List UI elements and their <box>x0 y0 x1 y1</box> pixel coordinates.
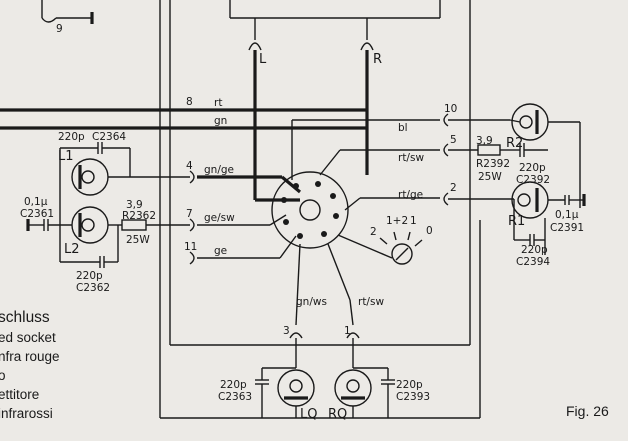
c2363-value: 220p <box>220 379 247 391</box>
connector-3 <box>289 332 303 368</box>
jack-r <box>360 18 374 140</box>
wire-rt-sw-label: rt/sw <box>398 152 424 164</box>
r2392-ref: R2392 <box>476 158 510 170</box>
legend-line-4: ettitore <box>0 387 39 402</box>
c2364-ref: C2364 <box>92 131 126 143</box>
c2393-value: 220p <box>396 379 423 391</box>
cap-c2362 <box>59 225 119 268</box>
c2391-ref: C2391 <box>550 222 584 234</box>
wire-rt-ge-label: rt/ge <box>398 189 423 201</box>
c2393-ref: C2393 <box>396 391 430 403</box>
switch-pos-1: 1 <box>410 215 417 227</box>
connector-2 <box>443 192 514 206</box>
lamp-l2 <box>71 206 122 244</box>
cap-c2393 <box>353 367 395 418</box>
c2363-ref: C2363 <box>218 391 252 403</box>
cap-c2394 <box>513 199 546 255</box>
connector-11 <box>189 235 297 265</box>
terminal-5-label: 5 <box>450 134 457 146</box>
r2392-watt: 25W <box>478 171 502 183</box>
wire-gn-ws-label: gn/ws <box>296 296 327 308</box>
terminal-2-label: 2 <box>450 182 457 194</box>
terminal-3-label: 3 <box>283 325 290 337</box>
terminal-8-label: 8 <box>186 96 193 108</box>
lamp-l1 <box>71 158 190 196</box>
c2364-value: 220p <box>58 131 85 143</box>
jack-9-label: 9 <box>56 23 63 35</box>
lamp-r1 <box>511 181 586 219</box>
c2392-value: 220p <box>519 162 546 174</box>
switch-pos-2: 2 <box>370 226 377 238</box>
jack-l <box>248 18 262 200</box>
legend: schluss ed socket nfra rouge o ettitore … <box>0 309 60 421</box>
l2-label: L2 <box>64 242 80 257</box>
jack-r-label: R <box>373 52 382 67</box>
r1-label: R1 <box>508 214 525 229</box>
jack-9 <box>41 0 94 24</box>
connector-5 <box>443 143 478 157</box>
cap-c2361 <box>26 219 72 231</box>
legend-line-2: nfra rouge <box>0 349 60 364</box>
connector-7 <box>189 214 287 232</box>
connector-4 <box>189 170 302 194</box>
terminal-1-label: 1 <box>344 325 351 337</box>
switch-pos-1-2: 1+2 <box>386 215 408 227</box>
wire-ge-label: ge <box>214 245 227 257</box>
lamp-lq <box>277 369 315 418</box>
right-wires <box>291 119 440 211</box>
connector-10 <box>443 113 510 127</box>
selector-switch <box>337 231 423 265</box>
wire-gn-label: gn <box>214 115 227 127</box>
thick-wires <box>0 108 369 202</box>
c2394-value: 220p <box>521 244 548 256</box>
terminal-11-label: 11 <box>184 241 197 253</box>
c2394-ref: C2394 <box>516 256 550 268</box>
switch-pos-0: 0 <box>426 225 433 237</box>
central-socket <box>271 171 349 249</box>
lq-label: LQ <box>300 407 317 422</box>
cap-c2363 <box>255 367 296 418</box>
resistor-r2392 <box>477 144 512 156</box>
wire-gn-ge-label: gn/ge <box>204 164 234 176</box>
frame-lines <box>159 0 481 419</box>
wire-rt-sw-b-label: rt/sw <box>358 296 384 308</box>
legend-title: schluss <box>0 309 50 326</box>
legend-line-3: o <box>0 368 6 383</box>
r2392-value: 3,9 <box>476 135 493 147</box>
r2362-value: 3,9 <box>126 199 143 211</box>
connector-1 <box>346 332 360 368</box>
c2361-ref: C2361 <box>20 208 54 220</box>
wire-bl-label: bl <box>398 122 408 134</box>
cap-c2392 <box>512 143 548 157</box>
lamp-rq <box>334 369 372 418</box>
c2362-value: 220p <box>76 270 103 282</box>
jack-l-label: L <box>259 52 267 67</box>
terminal-7-label: 7 <box>186 208 193 220</box>
lamp-r2 <box>509 103 581 208</box>
c2361-value: 0,1µ <box>24 196 48 208</box>
c2391-value: 0,1µ <box>555 209 579 221</box>
r2362-watt: 25W <box>126 234 150 246</box>
r2362-ref: R2362 <box>122 210 156 222</box>
c2362-ref: C2362 <box>76 282 110 294</box>
rq-label: RQ <box>328 407 347 422</box>
figure-label: Fig. 26 <box>566 403 609 419</box>
legend-line-1: ed socket <box>0 330 56 345</box>
terminal-10-label: 10 <box>444 103 457 115</box>
bottom-wires <box>295 243 354 326</box>
cap-c2364 <box>59 142 131 240</box>
wire-ge-sw-label: ge/sw <box>204 212 235 224</box>
legend-line-5: infrarossi <box>0 406 53 421</box>
wire-rt-label: rt <box>214 97 222 109</box>
terminal-4-label: 4 <box>186 160 193 172</box>
r2-label: R2 <box>506 136 523 151</box>
l1-label: L1 <box>58 149 74 164</box>
resistor-r2362 <box>121 219 190 231</box>
